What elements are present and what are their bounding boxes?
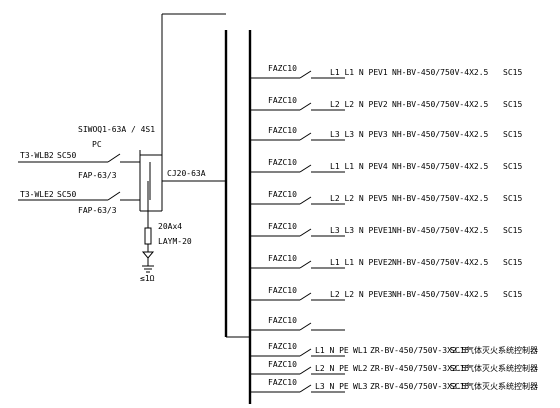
breaker-contact [299,384,312,393]
breaker-contact [299,348,312,357]
cable-spec: NH-BV-450/750V-4X2.5 [392,194,489,203]
phase-label: L3 N PE [315,382,349,391]
cable-spec: NH-BV-450/750V-4X2.5 [392,258,489,267]
circuit-id: V4 [378,162,388,171]
phase-label: L1 L1 N PE [330,68,378,77]
spd-breaker-label: CJ20-63A [167,169,206,178]
branch-description: 气体灭火系统控制器 [466,345,538,355]
breaker-label: FAZC10 [268,158,297,167]
ground-resistance-label: ≤1Ω [140,274,155,283]
breaker1-contact [107,153,121,163]
ats-type-label: PC [92,140,102,149]
conduit-spec: SC15 [503,290,522,299]
breaker-contact [299,322,312,331]
feeder2-label: T3-WLE2 [20,190,54,199]
conduit-spec: SC15 [503,194,522,203]
breaker-label: FAZC10 [268,222,297,231]
feeder2-conduit: SC50 [57,190,76,199]
circuit-id: VE1 [378,226,393,235]
cable-spec: NH-BV-450/750V-4X2.5 [392,290,489,299]
breaker-label: FAZC10 [268,378,297,387]
breaker-contact [299,260,312,269]
conduit-spec: SC15 [503,258,522,267]
cable-spec: ZR-BV-450/750V-3X2.5 [370,364,467,373]
breaker-contact [299,132,312,141]
breaker-contact [299,366,312,375]
cable-spec: ZR-BV-450/750V-3X2.5 [370,382,467,391]
circuit-id: V3 [378,130,388,139]
circuit-id: WL2 [353,364,368,373]
circuit-id: VE2 [378,258,393,267]
feeder1-conduit: SC50 [57,151,76,160]
breaker2-label: FAP-63/3 [78,206,117,215]
breaker-label: FAZC10 [268,360,297,369]
breaker-label: FAZC10 [268,126,297,135]
conduit-spec: SC15 [450,346,469,355]
breaker-label: FAZC10 [268,254,297,263]
phase-label: L3 L3 N PE [330,226,378,235]
phase-label: L2 L2 N PE [330,194,378,203]
phase-label: L3 L3 N PE [330,130,378,139]
circuit-id: VE3 [378,290,393,299]
breaker-contact [299,102,312,111]
incoming-section: T3-WLB2 SC50 FAP-63/3 T3-WLE2 SC50 FAP-6… [18,13,226,215]
cable-spec: ZR-BV-450/750V-3X2.5 [370,346,467,355]
circuit-id: WL3 [353,382,368,391]
breaker-label: FAZC10 [268,190,297,199]
breaker-contact [299,228,312,237]
phase-label: L1 L1 N PE [330,258,378,267]
branch-description: 气体灭火系统控制器 [466,381,538,391]
ats-model-label: SIWOQ1-63A / 4S1 [78,125,155,134]
cable-spec: NH-BV-450/750V-4X2.5 [392,226,489,235]
branch-description: 气体灭火系统控制器 [466,363,538,373]
breaker-label: FAZC10 [268,316,297,325]
arrester-icon [141,251,155,259]
conduit-spec: SC15 [503,68,522,77]
conduit-spec: SC15 [450,382,469,391]
breaker-label: FAZC10 [268,342,297,351]
conduit-spec: SC15 [503,130,522,139]
circuit-id: V5 [378,194,388,203]
breaker2-contact [107,191,121,201]
breaker-label: FAZC10 [268,64,297,73]
spd-rating-label: 20Ax4 [158,222,182,231]
cable-spec: NH-BV-450/750V-4X2.5 [392,100,489,109]
cable-spec: NH-BV-450/750V-4X2.5 [392,130,489,139]
feeder1-label: T3-WLB2 [20,151,54,160]
cable-spec: NH-BV-450/750V-4X2.5 [392,68,489,77]
conduit-spec: SC15 [450,364,469,373]
phase-label: L2 L2 N PE [330,100,378,109]
breaker-label: FAZC10 [268,96,297,105]
breaker-contact [299,70,312,79]
conduit-spec: SC15 [503,162,522,171]
spd-section: CJ20-63A 20Ax4 LAYM-20 ≤1Ω [140,169,206,283]
phase-label: L1 N PE [315,346,349,355]
phase-label: L1 L1 N PE [330,162,378,171]
breaker-contact [299,196,312,205]
breaker-contact [299,164,312,173]
phase-label: L2 L2 N PE [330,290,378,299]
circuit-id: V1 [378,68,388,77]
spd-arrester-label: LAYM-20 [158,237,192,246]
spd-fuse-icon [144,227,152,245]
breaker1-label: FAP-63/3 [78,171,117,180]
breaker-contact [299,292,312,301]
conduit-spec: SC15 [503,226,522,235]
phase-label: L2 N PE [315,364,349,373]
breaker-label: FAZC10 [268,286,297,295]
conduit-spec: SC15 [503,100,522,109]
circuit-id: V2 [378,100,388,109]
cable-spec: NH-BV-450/750V-4X2.5 [392,162,489,171]
circuit-id: WL1 [353,346,368,355]
